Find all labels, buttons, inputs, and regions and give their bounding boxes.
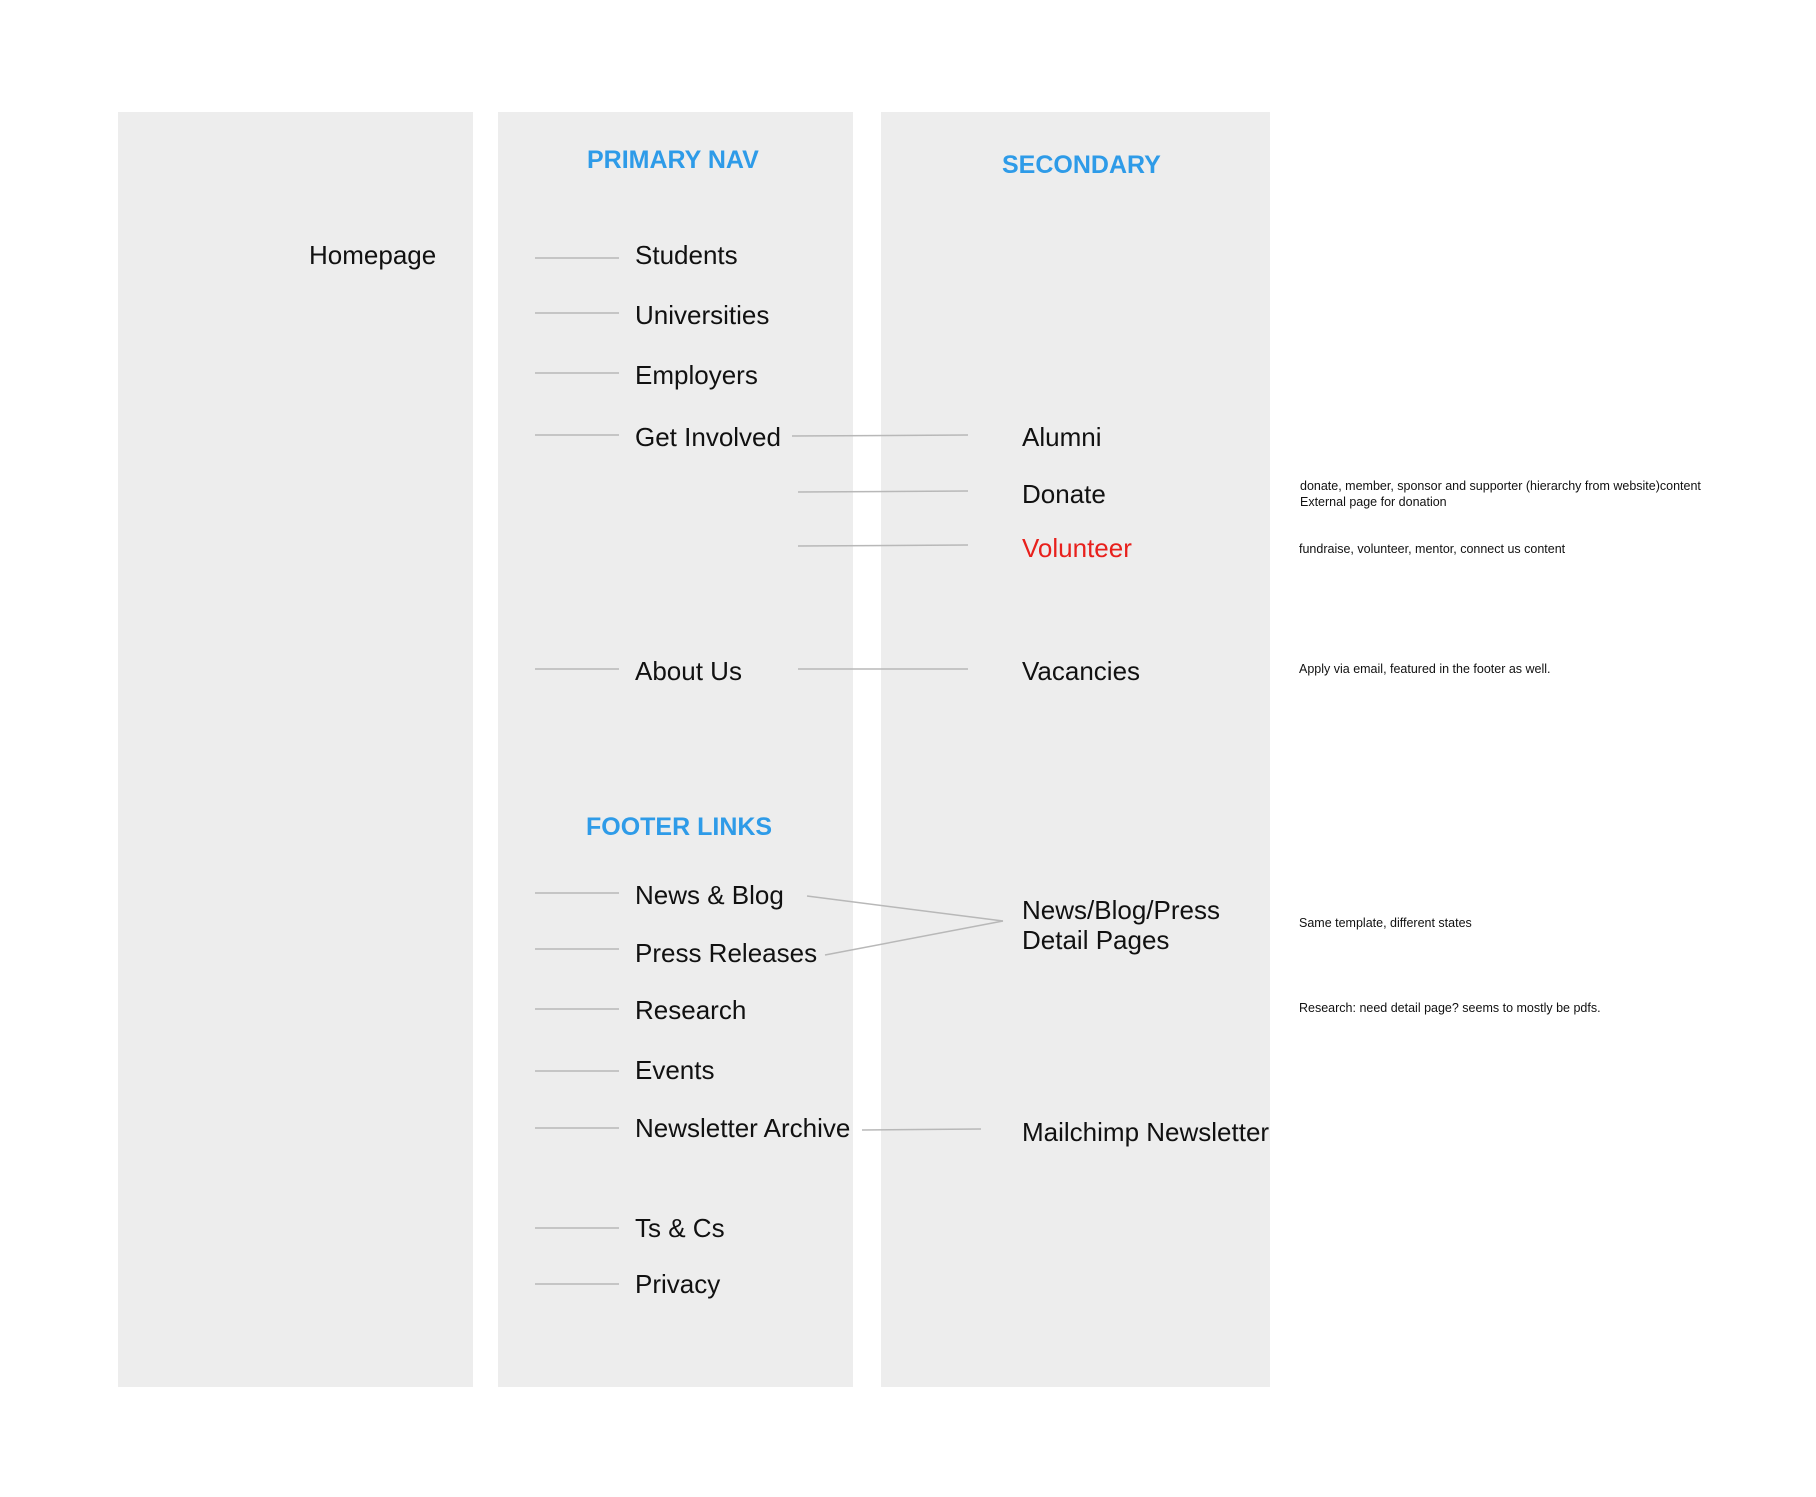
connector-newsletter-mailchimp	[861, 1128, 982, 1131]
connector-news-blog-detail	[806, 895, 1004, 922]
nav-item-get-involved: Get Involved	[635, 422, 781, 452]
connector-donate	[797, 490, 969, 493]
homepage-column	[118, 112, 473, 1387]
footer-item-ts-cs: Ts & Cs	[635, 1213, 725, 1243]
nav-item-students: Students	[635, 240, 738, 270]
footer-item-press-releases: Press Releases	[635, 938, 818, 968]
note-volunteer: fundraise, volunteer, mentor, connect us…	[1299, 542, 1566, 556]
note-research: Research: need detail page? seems to mos…	[1299, 1001, 1601, 1015]
footer-item-events: Events	[635, 1055, 715, 1085]
note-vacancies: Apply via email, featured in the footer …	[1299, 662, 1551, 676]
connector-volunteer	[797, 544, 969, 547]
connector-get-involved-alumni	[791, 434, 969, 437]
footer-item-research: Research	[635, 995, 747, 1025]
footer-item-newsletter-archive: Newsletter Archive	[635, 1113, 851, 1143]
nav-item-employers: Employers	[635, 360, 758, 390]
connector-press-releases-detail	[824, 920, 1004, 956]
note-donate-line1: donate, member, sponsor and supporter (h…	[1300, 479, 1701, 493]
secondary-item-mailchimp-newsletter: Mailchimp Newsletter	[1022, 1117, 1270, 1147]
footer-item-news-blog: News & Blog	[635, 880, 784, 910]
secondary-item-volunteer: Volunteer	[1022, 533, 1132, 563]
secondary-column	[881, 112, 1270, 1387]
secondary-item-detail-pages-line1: News/Blog/Press	[1022, 895, 1220, 925]
nav-item-universities: Universities	[635, 300, 770, 330]
nav-item-about-us: About Us	[635, 656, 742, 686]
note-donate-line2: External page for donation	[1300, 495, 1447, 509]
secondary-item-alumni: Alumni	[1022, 422, 1102, 452]
secondary-item-vacancies: Vacancies	[1022, 656, 1141, 686]
secondary-heading: SECONDARY	[1002, 151, 1161, 179]
secondary-item-detail-pages-line2: Detail Pages	[1022, 925, 1170, 955]
note-news-detail: Same template, different states	[1299, 916, 1472, 930]
secondary-item-donate: Donate	[1022, 479, 1106, 509]
primary-nav-heading: PRIMARY NAV	[587, 146, 759, 174]
homepage-label: Homepage	[309, 240, 437, 270]
primary-nav-column	[498, 112, 853, 1387]
footer-links-heading: FOOTER LINKS	[586, 813, 773, 841]
footer-item-privacy: Privacy	[635, 1269, 721, 1299]
